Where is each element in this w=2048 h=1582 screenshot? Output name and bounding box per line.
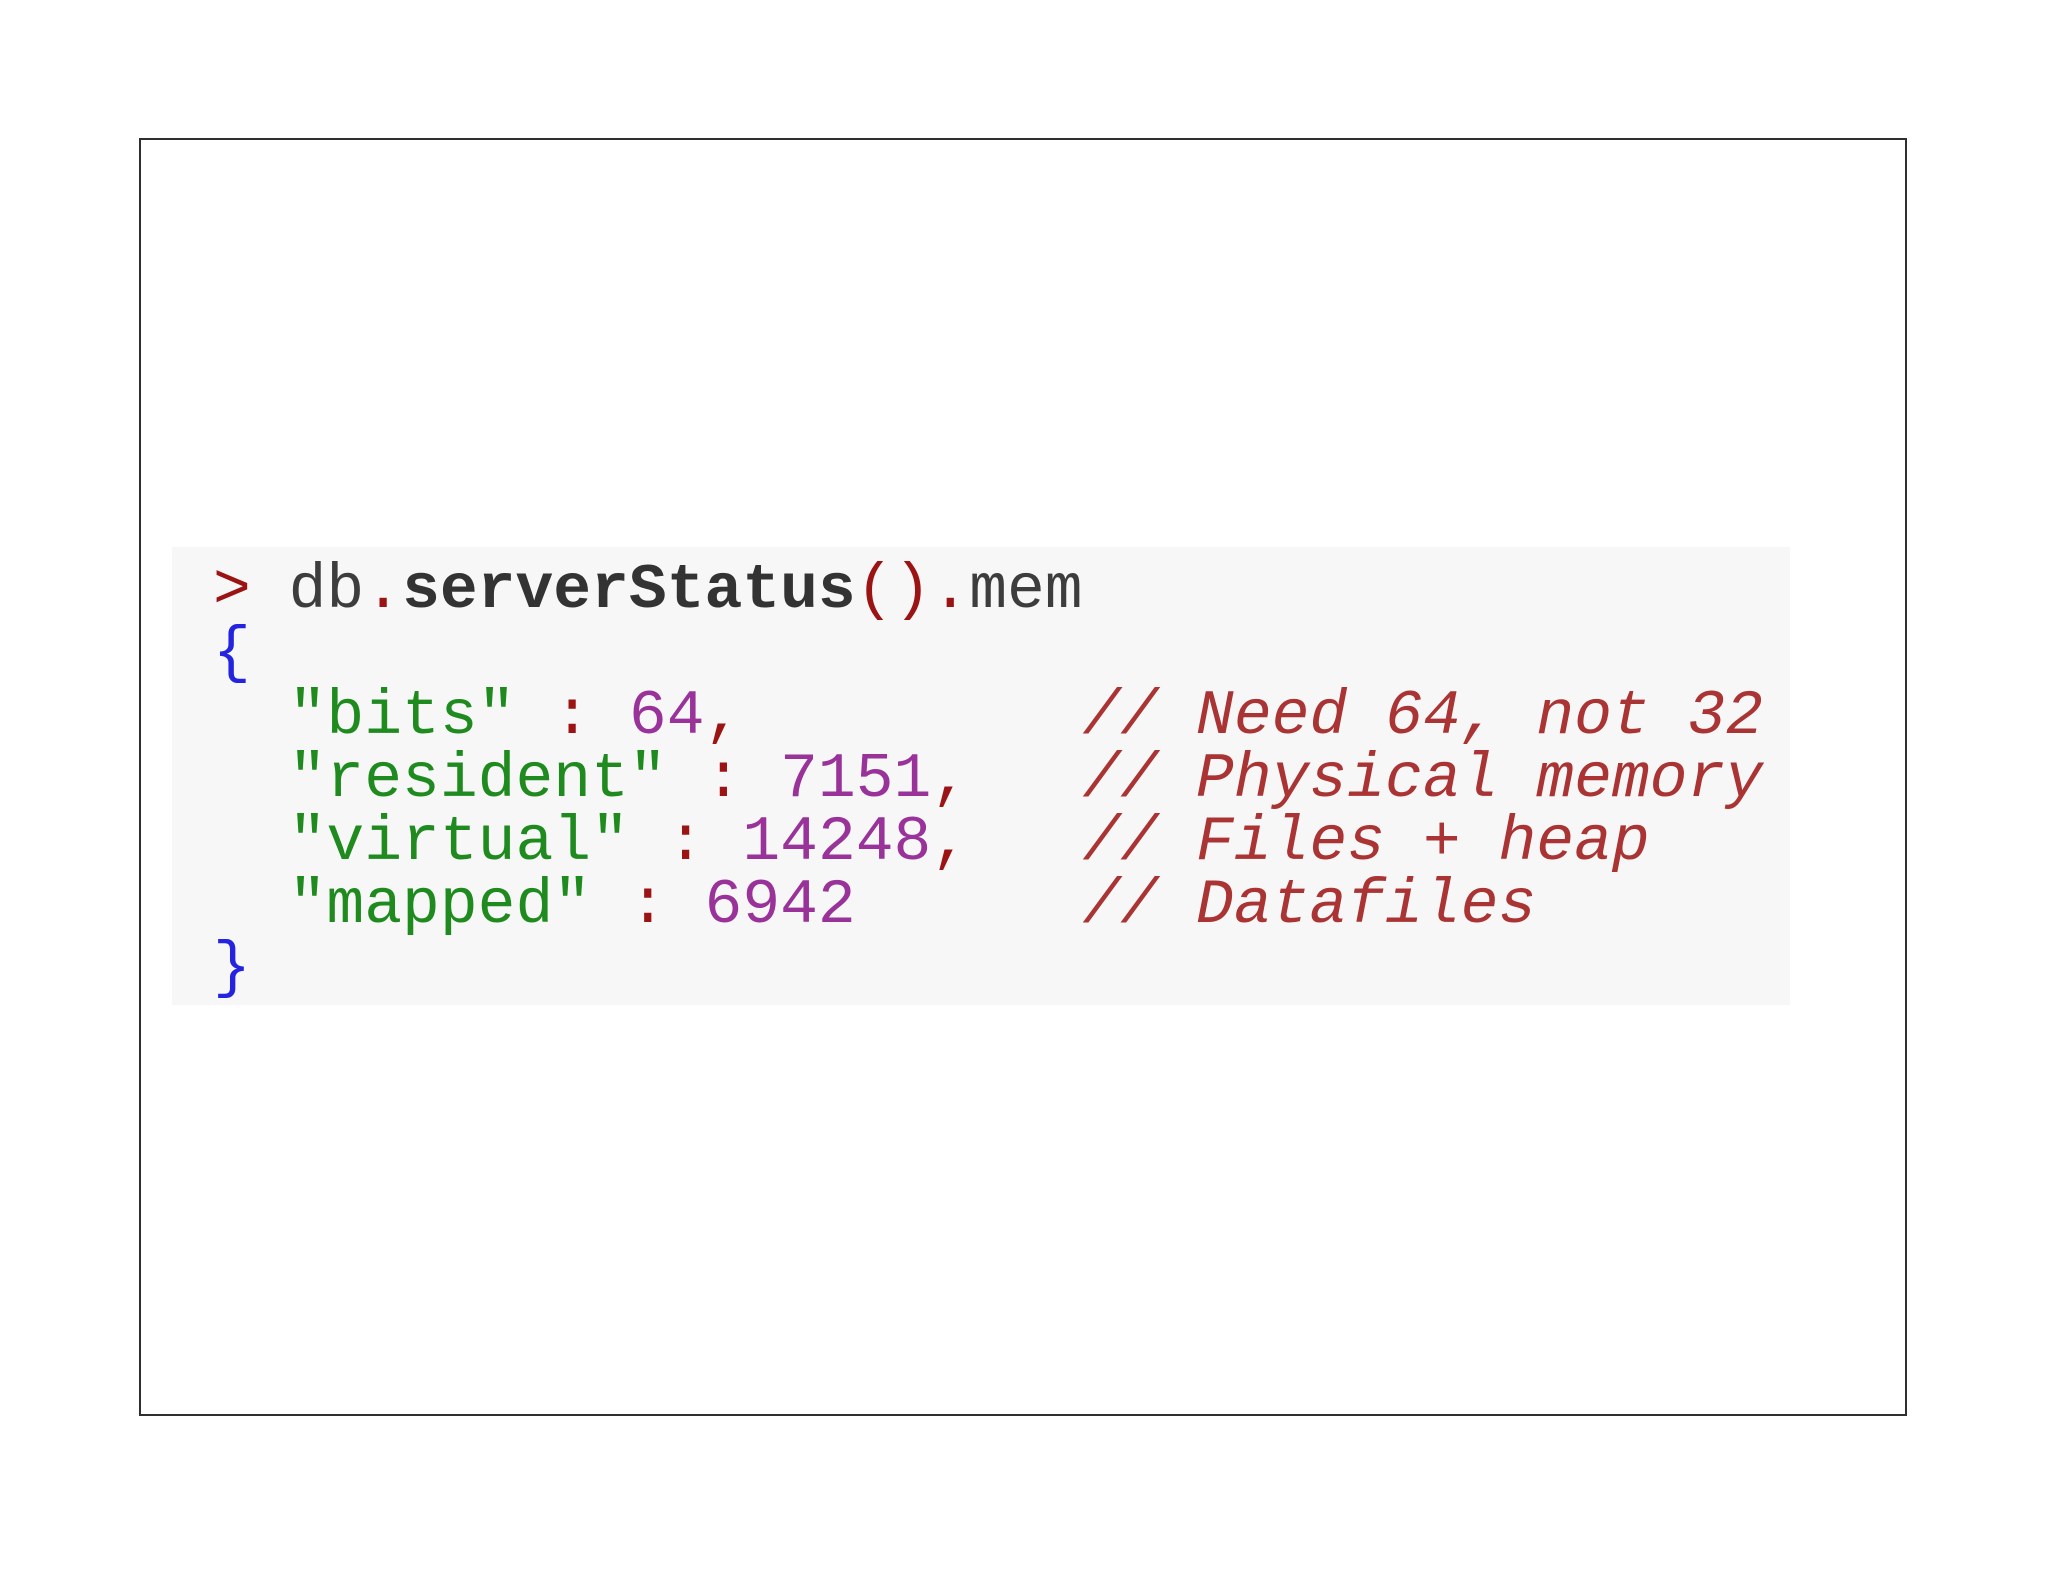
token-comment: // Need 64, not 32 (1082, 681, 1764, 752)
token-plain (213, 681, 289, 752)
token-number: 64 (628, 681, 705, 752)
code-block: > db.serverStatus().mem{ "bits" : 64, //… (213, 559, 1763, 1000)
code-line: "virtual" : 14248, // Files + heap (213, 811, 1763, 874)
token-punct: , (704, 681, 743, 752)
token-punct: . (931, 555, 970, 626)
token-punct: : (628, 870, 667, 941)
token-plain (742, 744, 780, 815)
token-prompt: > (213, 555, 289, 626)
token-punct: , (931, 744, 970, 815)
token-plain (591, 681, 629, 752)
token-plain (667, 744, 705, 815)
token-plain (591, 870, 629, 941)
code-backdrop (172, 547, 1790, 1005)
token-number: 14248 (742, 807, 932, 878)
token-punct: : (666, 807, 705, 878)
token-key: "mapped" (288, 870, 592, 941)
token-method: serverStatus (402, 555, 856, 626)
token-plain (213, 807, 289, 878)
token-plain (705, 807, 743, 878)
token-brace: } (213, 933, 251, 1004)
token-punct: () (855, 555, 932, 626)
token-comment: // Datafiles (1082, 870, 1537, 941)
token-plain (742, 681, 1082, 752)
token-plain: db (288, 555, 365, 626)
token-key: "virtual" (288, 807, 629, 878)
token-plain (629, 807, 667, 878)
token-number: 7151 (780, 744, 932, 815)
token-plain (667, 870, 705, 941)
code-line: > db.serverStatus().mem (213, 559, 1763, 622)
token-comment: // Physical memory (1082, 744, 1764, 815)
slide-frame: > db.serverStatus().mem{ "bits" : 64, //… (139, 138, 1907, 1416)
token-comment: // Files + heap (1082, 807, 1650, 878)
token-plain (515, 681, 553, 752)
code-line: "mapped" : 6942 // Datafiles (213, 874, 1763, 937)
token-brace: { (213, 618, 251, 689)
code-line: } (213, 937, 1763, 1000)
token-plain (213, 870, 289, 941)
code-line: { (213, 622, 1763, 685)
token-plain (969, 807, 1082, 878)
token-punct: , (931, 807, 970, 878)
token-plain: mem (969, 555, 1083, 626)
token-punct: : (704, 744, 743, 815)
token-plain (969, 744, 1082, 815)
token-punct: : (553, 681, 592, 752)
token-key: "resident" (288, 744, 667, 815)
token-punct: . (364, 555, 403, 626)
token-plain (856, 870, 1083, 941)
token-number: 6942 (704, 870, 856, 941)
code-line: "resident" : 7151, // Physical memory (213, 748, 1763, 811)
token-plain (213, 744, 289, 815)
code-line: "bits" : 64, // Need 64, not 32 (213, 685, 1764, 748)
token-key: "bits" (288, 681, 516, 752)
